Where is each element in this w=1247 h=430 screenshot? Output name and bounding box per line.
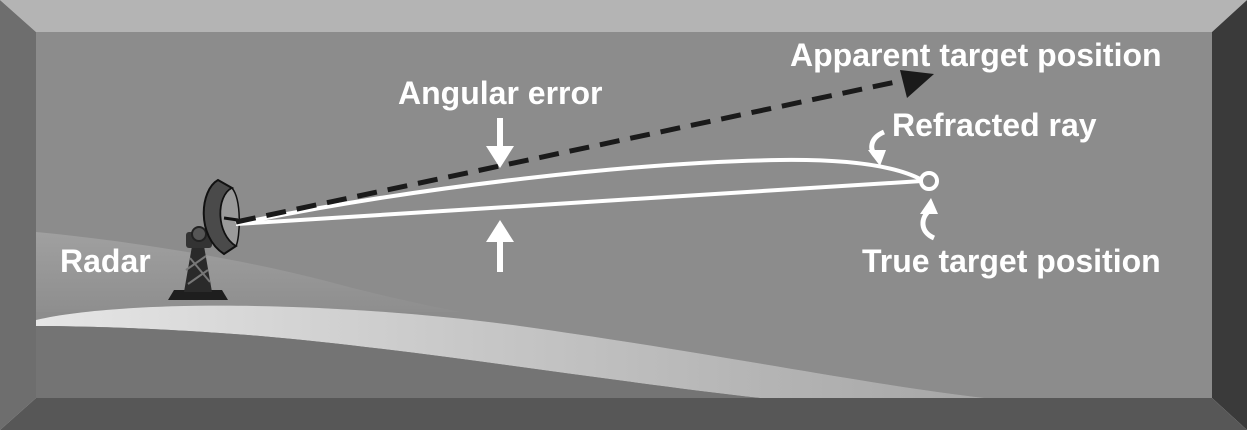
apparent-direction-line: [235, 77, 906, 225]
radar-strut-1: [187, 269, 209, 285]
ground-highlight: [36, 305, 985, 398]
apparent-target-label: Apparent target position: [790, 37, 1162, 73]
radar-tower: [168, 178, 240, 300]
refracted-ray-label: Refracted ray: [892, 107, 1097, 143]
radar-strut-2: [185, 255, 207, 271]
true-target-marker: [919, 171, 939, 191]
error-arrow-down-head: [486, 146, 514, 168]
bevel-right: [1212, 0, 1247, 430]
error-arrow-up-head: [486, 220, 514, 242]
radar-strut-3: [189, 257, 211, 283]
refracted-ray-pointer-head: [868, 150, 886, 166]
ground-shade: [36, 326, 760, 398]
angular-error-label: Angular error: [398, 75, 602, 111]
refracted-ray: [235, 157, 923, 226]
pointer-arrows: [868, 129, 938, 241]
radar-base: [168, 290, 228, 300]
true-target-label: True target position: [862, 243, 1161, 279]
apparent-arrowhead: [900, 70, 934, 98]
radar-dish-face: [219, 187, 240, 248]
bevel-left: [0, 0, 36, 430]
rays: [235, 70, 934, 226]
direct-ray: [235, 179, 923, 226]
radar-pivot: [191, 226, 207, 242]
background-hill: [36, 232, 460, 312]
true-target-pointer-head: [920, 198, 938, 214]
bevel-top: [0, 0, 1247, 32]
bevel-bottom: [0, 398, 1247, 430]
radar-label: Radar: [60, 243, 151, 279]
angular-error-arrows: [486, 118, 514, 272]
